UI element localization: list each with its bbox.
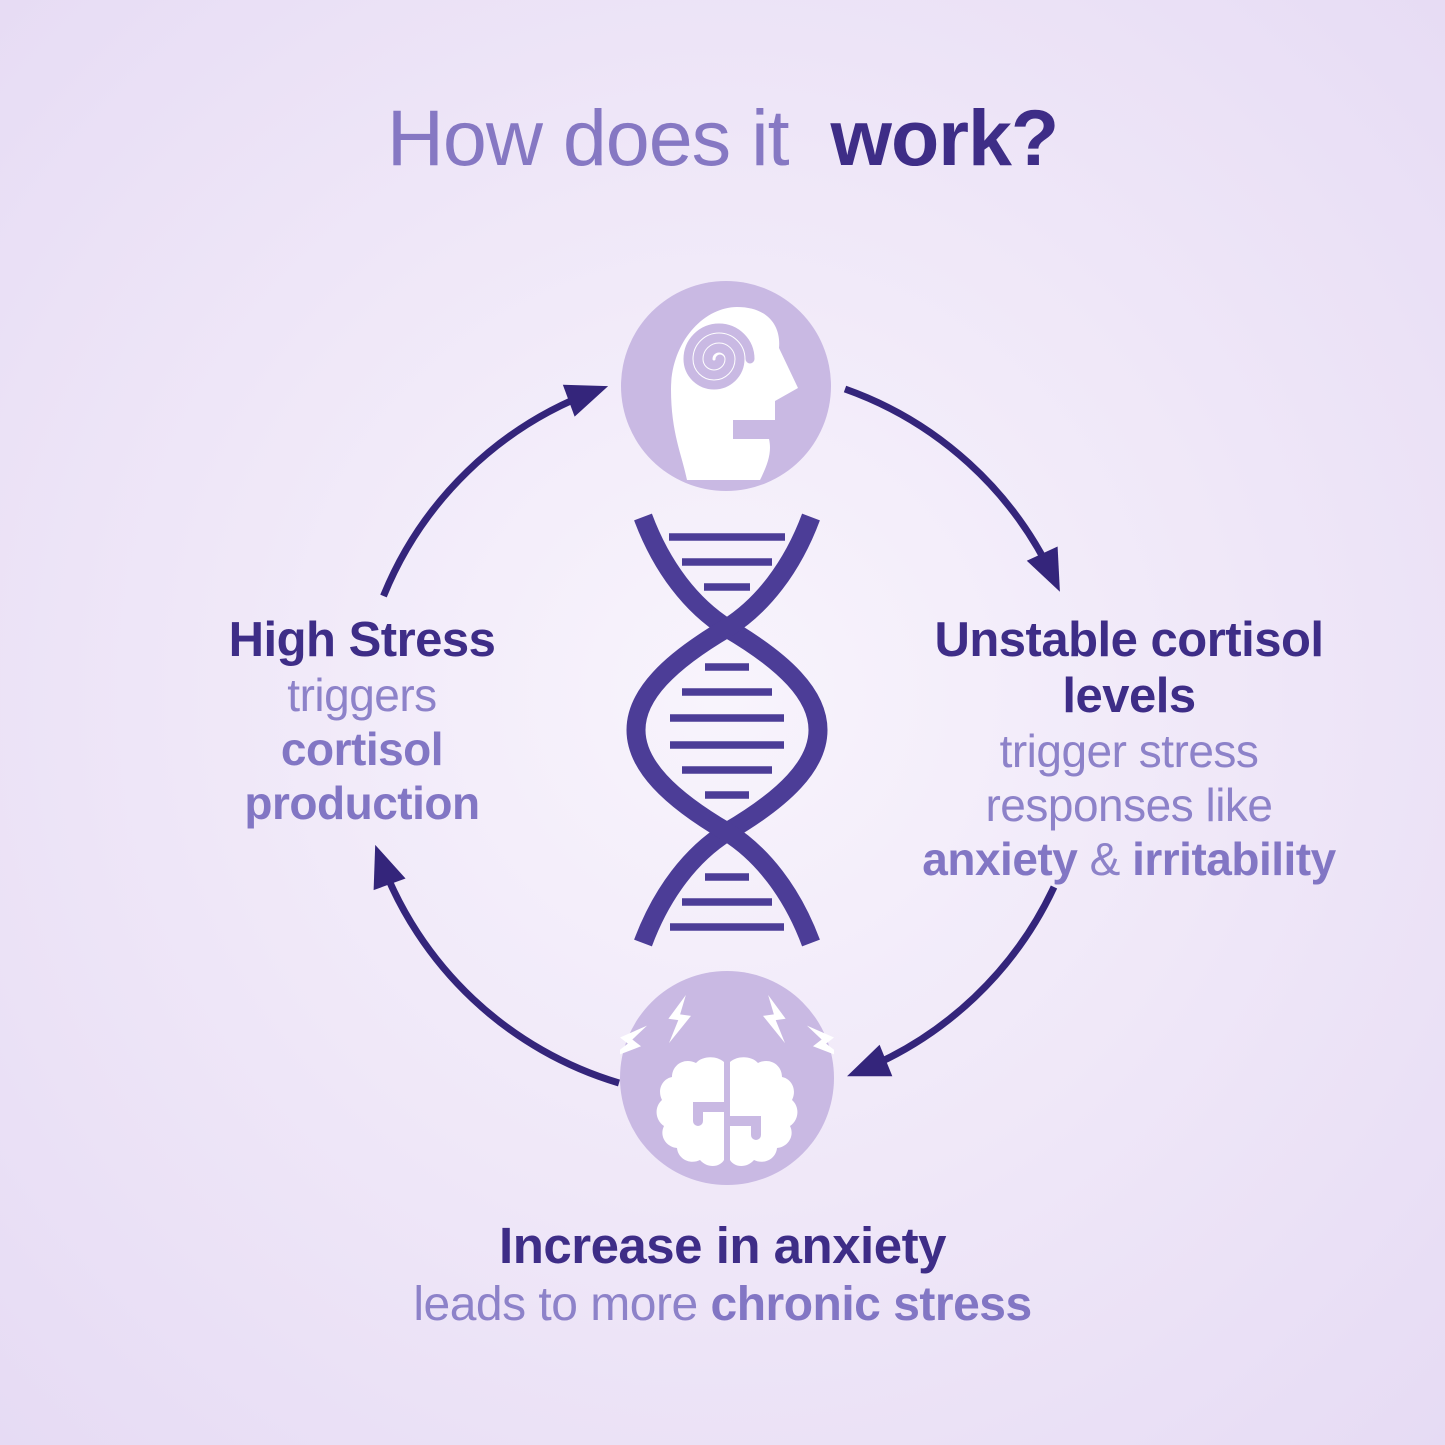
brain-right-hemisphere	[730, 1057, 798, 1167]
left-label-line2: triggers	[287, 669, 437, 721]
brain-icon	[656, 1057, 798, 1167]
title-emphasis: work?	[830, 93, 1060, 182]
bottom-label-lead: leads to more	[413, 1278, 698, 1331]
right-label-heading-line2: levels	[1062, 669, 1196, 723]
left-label-line3: cortisol	[280, 723, 444, 775]
dna-rungs	[669, 533, 785, 931]
brain-left-hemisphere	[656, 1057, 724, 1167]
bottom-label-heading: Increase in anxiety	[499, 1217, 946, 1274]
brain-fold-right	[725, 1116, 761, 1140]
arc-arrow-left-to-top	[380, 384, 609, 598]
lightning-bolt-icon	[806, 1025, 834, 1059]
brain-lightning-icon-circle	[620, 971, 834, 1185]
brain-lightning-icon	[620, 994, 834, 1167]
right-label: Unstable cortisol levels trigger stress …	[848, 612, 1410, 886]
left-label: High Stress triggers cortisol production	[82, 612, 642, 830]
arc-arrow-right-to-bottom	[847, 885, 1058, 1077]
bottom-label: Increase in anxiety leads to more chroni…	[0, 1216, 1445, 1333]
right-label-line4: responses like	[985, 779, 1273, 831]
right-label-heading-line1: Unstable cortisol	[934, 613, 1324, 667]
right-label-line5: anxiety & irritability	[848, 832, 1410, 886]
right-label-bold-b: irritability	[1132, 833, 1336, 885]
bottom-label-line2: leads to more chronic stress	[0, 1276, 1445, 1333]
left-label-heading: High Stress	[228, 613, 496, 667]
arc-arrow-top-to-right	[843, 385, 1060, 592]
right-label-line3: trigger stress	[999, 725, 1259, 777]
page-title: How does it work?	[0, 98, 1445, 177]
dna-helix-icon	[626, 513, 828, 947]
dna-strand-a	[634, 513, 828, 947]
head-spiral-icon	[671, 307, 798, 480]
lightning-bolts	[620, 994, 834, 1059]
bottom-label-emphasis: chronic stress	[710, 1278, 1033, 1331]
lightning-bolt-icon	[762, 994, 786, 1044]
left-label-line4: production	[244, 777, 480, 829]
title-prefix: How does it	[386, 93, 790, 182]
dna-strand-b	[626, 513, 820, 947]
brain-fold-left	[693, 1102, 729, 1126]
dna-strands	[626, 513, 828, 947]
head-spiral-icon-circle	[621, 281, 831, 491]
right-label-bold-a: anxiety	[922, 833, 1078, 885]
lightning-bolt-icon	[668, 994, 692, 1044]
cycle-arrows	[373, 384, 1060, 1087]
spiral-icon	[683, 323, 755, 390]
right-label-amp: &	[1089, 833, 1121, 885]
lightning-bolt-icon	[620, 1025, 648, 1059]
arc-arrow-bottom-to-left	[373, 844, 620, 1087]
